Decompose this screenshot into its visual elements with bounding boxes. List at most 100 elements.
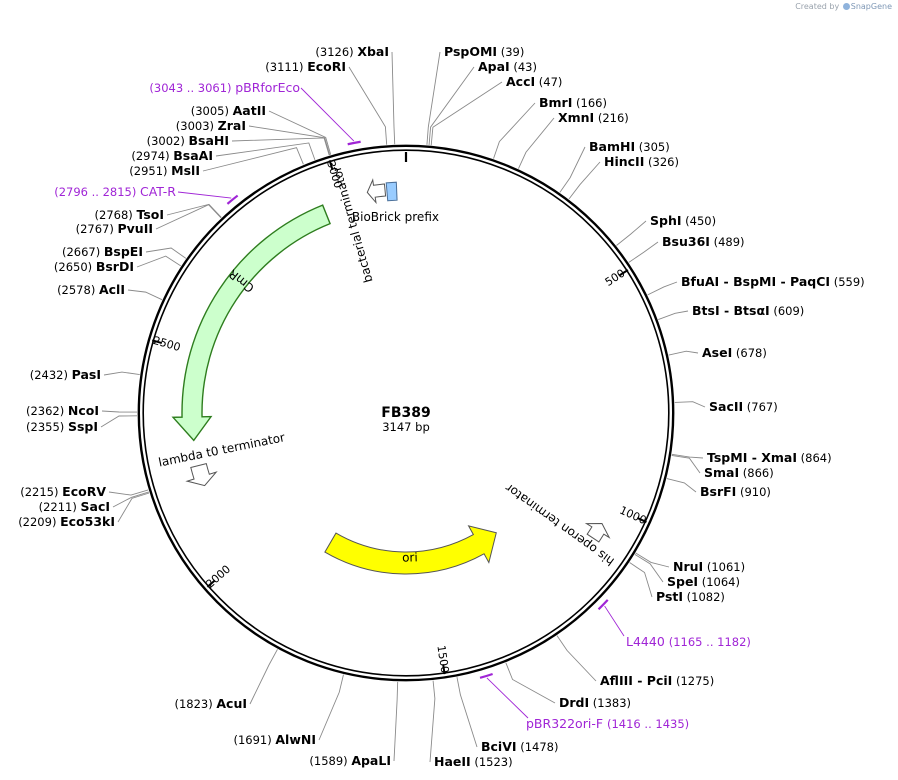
tick-mark: [618, 269, 629, 277]
site-pspomi[interactable]: PspOMI (39): [444, 44, 524, 59]
site-bamhi[interactable]: BamHI (305): [589, 139, 670, 154]
site-label: SacII (767): [709, 399, 778, 414]
site-label: (2767) PvuII: [76, 221, 153, 236]
site-label: (3002) BsaHI: [147, 133, 229, 148]
site-tsoi[interactable]: (2768) TsoI: [95, 207, 164, 222]
primer-label: (2796 .. 2815) CAT-R: [54, 184, 176, 199]
site-apali[interactable]: (1589) ApaLI: [309, 753, 391, 768]
site-sacii[interactable]: SacII (767): [709, 399, 778, 414]
site-label: (2362) NcoI: [26, 403, 99, 418]
site-leader: [155, 204, 222, 230]
site-bsaai[interactable]: (2974) BsaAI: [131, 148, 213, 163]
feature-cmr[interactable]: [171, 204, 331, 442]
site-ecorv[interactable]: (2215) EcoRV: [20, 484, 106, 499]
site-ncoi[interactable]: (2362) NcoI: [26, 403, 99, 418]
site-eco53ki[interactable]: (2209) Eco53kI: [18, 514, 115, 529]
site-asei[interactable]: AseI (678): [702, 345, 767, 360]
tick-mark: [442, 664, 446, 675]
site-btsi-bts-i[interactable]: BtsI - BtsαI (609): [692, 303, 804, 318]
plasmid-backbone: [137, 144, 675, 682]
site-leader: [127, 289, 163, 301]
site-bfuai-bspmi-paqci[interactable]: BfuAI - BspMI - PaqCI (559): [681, 274, 865, 289]
site-haeii[interactable]: HaeII (1523): [434, 754, 513, 769]
primer-bar: [347, 140, 361, 146]
site-leader: [348, 66, 388, 145]
site-labels[interactable]: PspOMI (39)ApaI (43)AccI (47) BmrI (166)X…: [18, 44, 864, 769]
feature-bacterial-terminator[interactable]: [366, 178, 387, 205]
site-spei[interactable]: SpeI (1064): [667, 574, 740, 589]
site-psti[interactable]: PstI (1082): [656, 589, 725, 604]
site-label: (2667) BspEI: [62, 244, 143, 259]
site-label: (1823) AcuI: [174, 696, 247, 711]
site-bcivi[interactable]: BciVI (1478): [481, 739, 558, 754]
site-bsrfi[interactable]: BsrFI (910): [700, 484, 771, 499]
plasmid-length: 3147 bp: [382, 420, 430, 434]
site-leader: [100, 415, 138, 428]
site-leader: [202, 147, 304, 172]
tick-mark: [636, 516, 647, 523]
feature-ori[interactable]: [324, 525, 497, 575]
site-pasi[interactable]: (2432) PasI: [30, 367, 101, 382]
site-bsahi[interactable]: (3002) BsaHI: [147, 133, 229, 148]
feature-biobrick-prefix[interactable]: [385, 181, 398, 202]
site-leader: [428, 66, 475, 146]
feature-label-lambda-t0-terminator: lambda t0 terminator: [157, 430, 286, 469]
feature-shape: [171, 204, 331, 442]
site-label: (2209) Eco53kI: [18, 514, 115, 529]
tick-mark: [151, 339, 163, 345]
site-leader: [145, 247, 187, 259]
site-tspmi-xmai[interactable]: TspMI - XmaI (864): [707, 450, 832, 465]
primer-pbrforeco[interactable]: (3043 .. 3061) pBRforEco: [149, 80, 361, 146]
site-leader: [568, 161, 601, 200]
primer-cat-r[interactable]: (2796 .. 2815) CAT-R: [54, 184, 239, 205]
site-ecori[interactable]: (3111) EcoRI: [265, 59, 346, 74]
site-pvuii[interactable]: (2767) PvuII: [76, 221, 153, 236]
site-leader: [393, 681, 399, 762]
primer-l4440[interactable]: L4440 (1165 .. 1182): [597, 599, 751, 649]
feature-his-operon-terminator[interactable]: [584, 523, 611, 543]
site-alwni[interactable]: (1691) AlwNI: [233, 732, 316, 747]
site-leader: [426, 51, 441, 145]
site-leader: [658, 310, 689, 320]
tick-label: 1000: [618, 504, 649, 527]
site-drdi[interactable]: DrdI (1383): [559, 695, 631, 710]
primer-label: pBR322ori-F (1416 .. 1435): [526, 716, 689, 731]
site-bspei[interactable]: (2667) BspEI: [62, 244, 143, 259]
primer-pbr322ori-f[interactable]: pBR322ori-F (1416 .. 1435): [479, 672, 689, 731]
site-acli[interactable]: (2578) AclI: [57, 282, 125, 297]
site-label: NruI (1061): [673, 559, 745, 574]
site-leader: [668, 350, 699, 356]
tick-mark: [328, 159, 334, 171]
site-xmni[interactable]: XmnI (216): [558, 110, 629, 125]
site-smai[interactable]: SmaI (866): [704, 465, 774, 480]
site-bmri[interactable]: BmrI (166): [539, 95, 607, 110]
credit-brand: SnapGene: [850, 2, 892, 11]
site-label: DrdI (1383): [559, 695, 631, 710]
site-aatii[interactable]: (3005) AatII: [191, 103, 266, 118]
site-label: (3126) XbaI: [315, 44, 389, 59]
site-bsrdi[interactable]: (2650) BsrDI: [54, 259, 134, 274]
site-msli[interactable]: (2951) MslI: [129, 163, 200, 178]
site-hincii[interactable]: HincII (326): [604, 154, 679, 169]
site-leader: [556, 635, 597, 682]
site-sspi[interactable]: (2355) SspI: [26, 419, 98, 434]
site-leader: [629, 562, 653, 598]
site-nrui[interactable]: NruI (1061): [673, 559, 745, 574]
primer-bar: [597, 599, 609, 611]
site-sphi[interactable]: SphI (450): [650, 213, 716, 228]
site-label: (2768) TsoI: [95, 207, 164, 222]
feature-lambda-t0-terminator[interactable]: [185, 462, 218, 487]
site-label: (2432) PasI: [30, 367, 101, 382]
credit-prefix: Created by: [795, 2, 840, 11]
site-afliii-pcii[interactable]: AflIII - PciI (1275): [600, 673, 714, 688]
site-xbai[interactable]: (3126) XbaI: [315, 44, 389, 59]
site-saci[interactable]: (2211) SacI: [39, 499, 110, 514]
site-acui[interactable]: (1823) AcuI: [174, 696, 247, 711]
site-label: BciVI (1478): [481, 739, 558, 754]
site-label: (3003) ZraI: [176, 118, 246, 133]
site-bsu36i[interactable]: Bsu36I (489): [662, 234, 745, 249]
site-apai[interactable]: ApaI (43): [478, 59, 537, 74]
site-zrai[interactable]: (3003) ZraI: [176, 118, 246, 133]
site-acci[interactable]: AccI (47): [506, 74, 562, 89]
